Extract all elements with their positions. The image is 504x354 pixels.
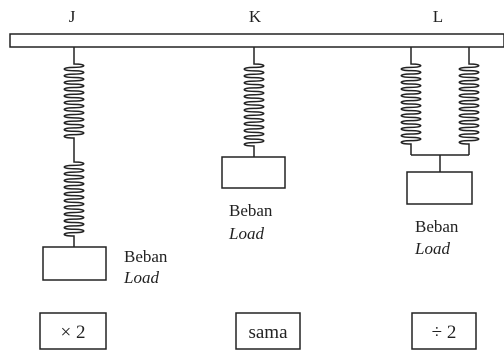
support-bar: [9, 33, 504, 48]
spring-k: [243, 47, 265, 157]
answer-label-l: ÷ 2: [432, 322, 457, 343]
load-label-j: Beban: [124, 247, 168, 266]
load-label-k-italic: Load: [228, 224, 264, 243]
answer-box-j: [39, 312, 107, 350]
load-label-k: Beban: [229, 201, 273, 220]
spring-l-right: [458, 47, 480, 155]
load-block-k: [221, 156, 286, 189]
label-k: K: [249, 7, 262, 26]
label-l: L: [433, 7, 443, 26]
spring-j-upper: [63, 47, 85, 150]
answer-label-k: sama: [248, 322, 288, 343]
spring-l-left: [400, 47, 422, 155]
answer-label-j: × 2: [61, 322, 86, 343]
load-label-l: Beban: [415, 217, 459, 236]
answer-box-l: [411, 312, 477, 350]
label-j: J: [69, 7, 76, 26]
springs-l: [400, 47, 480, 155]
load-block-j: [42, 246, 107, 281]
load-block-l: [406, 171, 473, 205]
load-label-j-italic: Load: [123, 268, 159, 287]
spring-j-lower: [63, 150, 85, 247]
answer-box-k: [235, 312, 301, 350]
springs-j: [63, 47, 85, 247]
load-label-l-italic: Load: [414, 239, 450, 258]
springs-k: [243, 47, 265, 157]
